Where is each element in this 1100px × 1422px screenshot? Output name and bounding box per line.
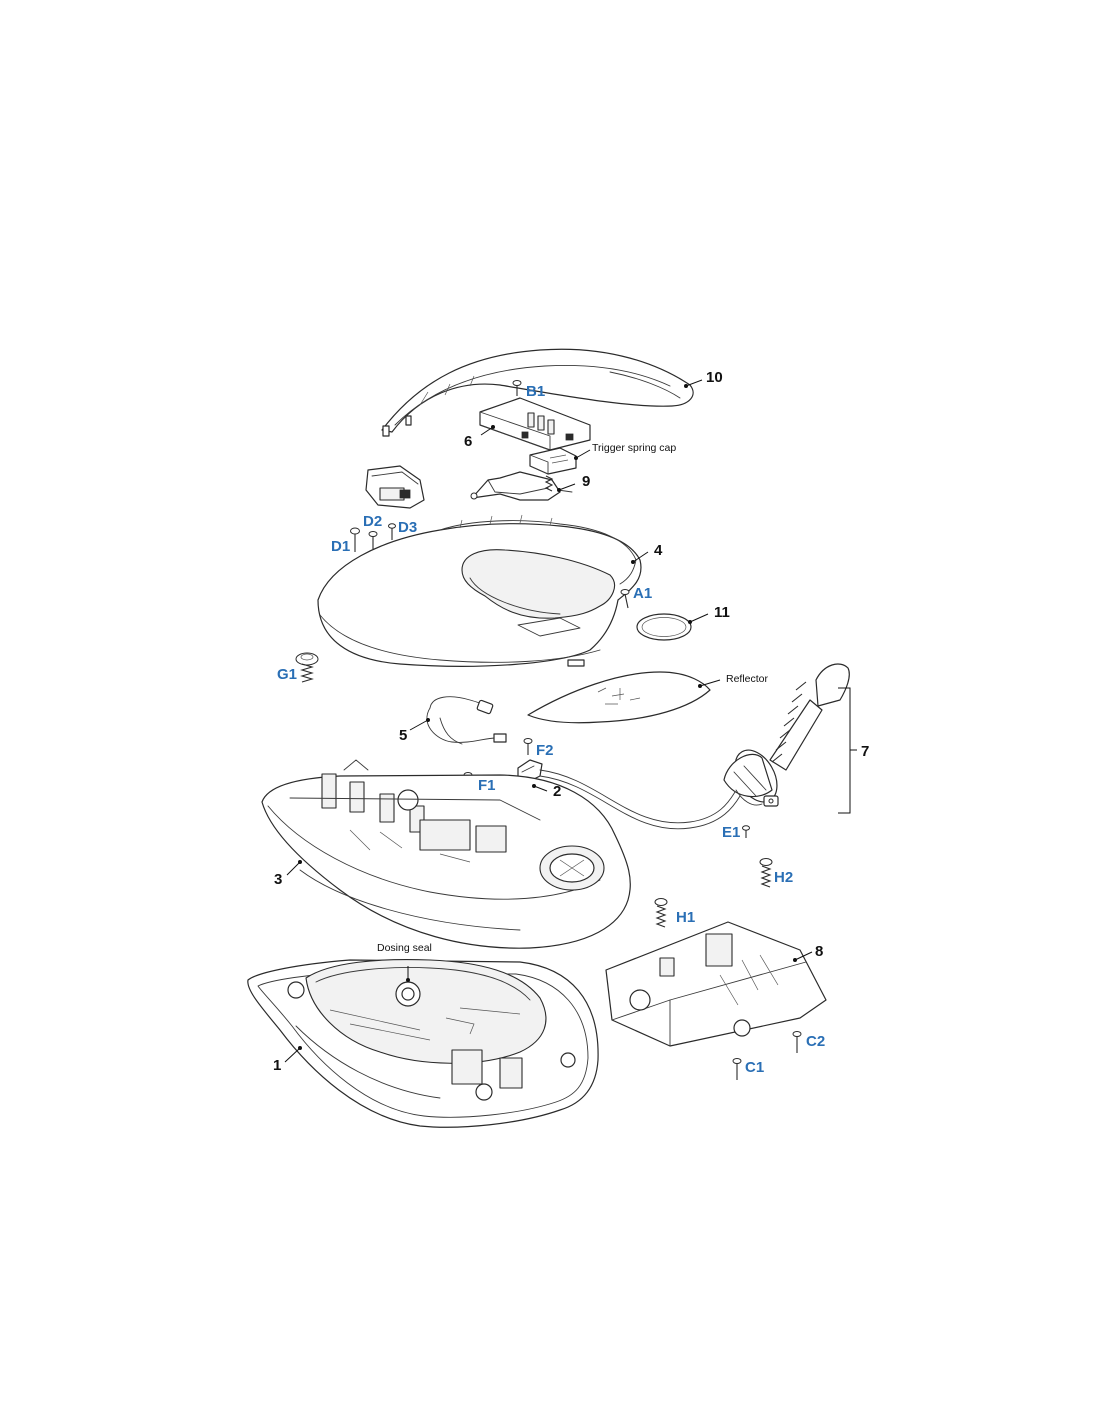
- label-g1: G1: [277, 666, 297, 683]
- label-h2: H2: [774, 869, 793, 886]
- screw-c1: [732, 1058, 742, 1080]
- part-11-disc: [636, 613, 692, 641]
- label-f2: F2: [536, 742, 554, 759]
- note-dosing-seal: Dosing seal: [377, 942, 432, 954]
- part-10-handle-cover: [381, 348, 694, 437]
- label-part-1: 1: [273, 1057, 281, 1074]
- screw-d2: [368, 531, 378, 549]
- label-f1: F1: [478, 777, 496, 794]
- screw-e1: [742, 825, 750, 838]
- label-part-4: 4: [654, 542, 663, 559]
- label-a1: A1: [633, 585, 652, 602]
- screw-c2: [792, 1031, 802, 1053]
- label-b1: B1: [526, 383, 545, 400]
- label-part-8: 8: [815, 943, 823, 960]
- note-trigger-spring-cap: Trigger spring cap: [592, 442, 676, 454]
- part-8-rear-heel: [605, 921, 827, 1047]
- part-6-circuit-board: [479, 397, 591, 451]
- part-3-base-housing: [261, 759, 631, 949]
- screw-h1: [654, 898, 668, 928]
- button-assembly: [365, 465, 425, 509]
- note-reflector: Reflector: [726, 673, 769, 685]
- screw-d1: [350, 527, 360, 552]
- screw-h2: [759, 858, 773, 888]
- screw-d3: [388, 523, 396, 540]
- label-part-11: 11: [714, 604, 730, 621]
- part-4-upper-shell: [317, 514, 642, 667]
- part-7-power-cord: [539, 663, 850, 830]
- part-9-trigger: [470, 471, 573, 501]
- label-part-7: 7: [861, 743, 869, 760]
- part-number-labels: 10 6 9 4 11 5 7 2 3 8 1: [273, 369, 869, 1074]
- label-part-5: 5: [399, 727, 407, 744]
- label-part-9: 9: [582, 473, 590, 490]
- label-part-3: 3: [274, 871, 282, 888]
- label-d1: D1: [331, 538, 350, 555]
- label-h1: H1: [676, 909, 695, 926]
- screw-f2: [523, 738, 533, 755]
- label-c1: C1: [745, 1059, 764, 1076]
- label-part-6: 6: [464, 433, 472, 450]
- screw-b1: [512, 380, 522, 396]
- note-labels: Trigger spring cap Reflector Dosing seal: [377, 442, 769, 954]
- label-e1: E1: [722, 824, 740, 841]
- label-part-2: 2: [553, 783, 561, 800]
- part-7-bracket: [838, 687, 851, 814]
- label-part-10: 10: [706, 369, 723, 386]
- screw-g1: [295, 652, 319, 683]
- label-d3: D3: [398, 519, 417, 536]
- part-1-soleplate: [247, 958, 599, 1128]
- screw-a1: [620, 589, 630, 609]
- reflector: [527, 671, 711, 724]
- screw-code-labels: B1 D2 D3 D1 A1 G1 F2 F1 E1 H2 H1 C2 C1: [277, 383, 825, 1076]
- leader-lines: [284, 379, 813, 1063]
- label-d2: D2: [363, 513, 382, 530]
- label-c2: C2: [806, 1033, 825, 1050]
- trigger-spring-cap: [529, 447, 577, 475]
- part-5-wire-harness: [426, 696, 507, 745]
